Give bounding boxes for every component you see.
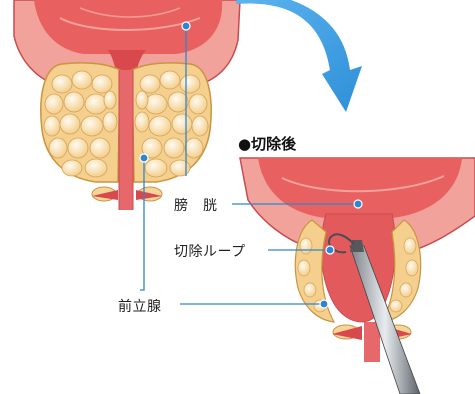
bladder-lumen-before: [34, 0, 222, 54]
bladder-label: 膀 胱: [174, 195, 218, 215]
urethra-before: [119, 70, 133, 210]
transition-arrow: [236, 0, 362, 112]
before-diagram: [14, 0, 240, 210]
after-resection-title: ●切除後: [238, 133, 296, 154]
after-diagram: [240, 158, 475, 394]
resection-loop-label: 切除ループ: [174, 241, 246, 261]
prostate-label: 前立腺: [118, 296, 162, 316]
